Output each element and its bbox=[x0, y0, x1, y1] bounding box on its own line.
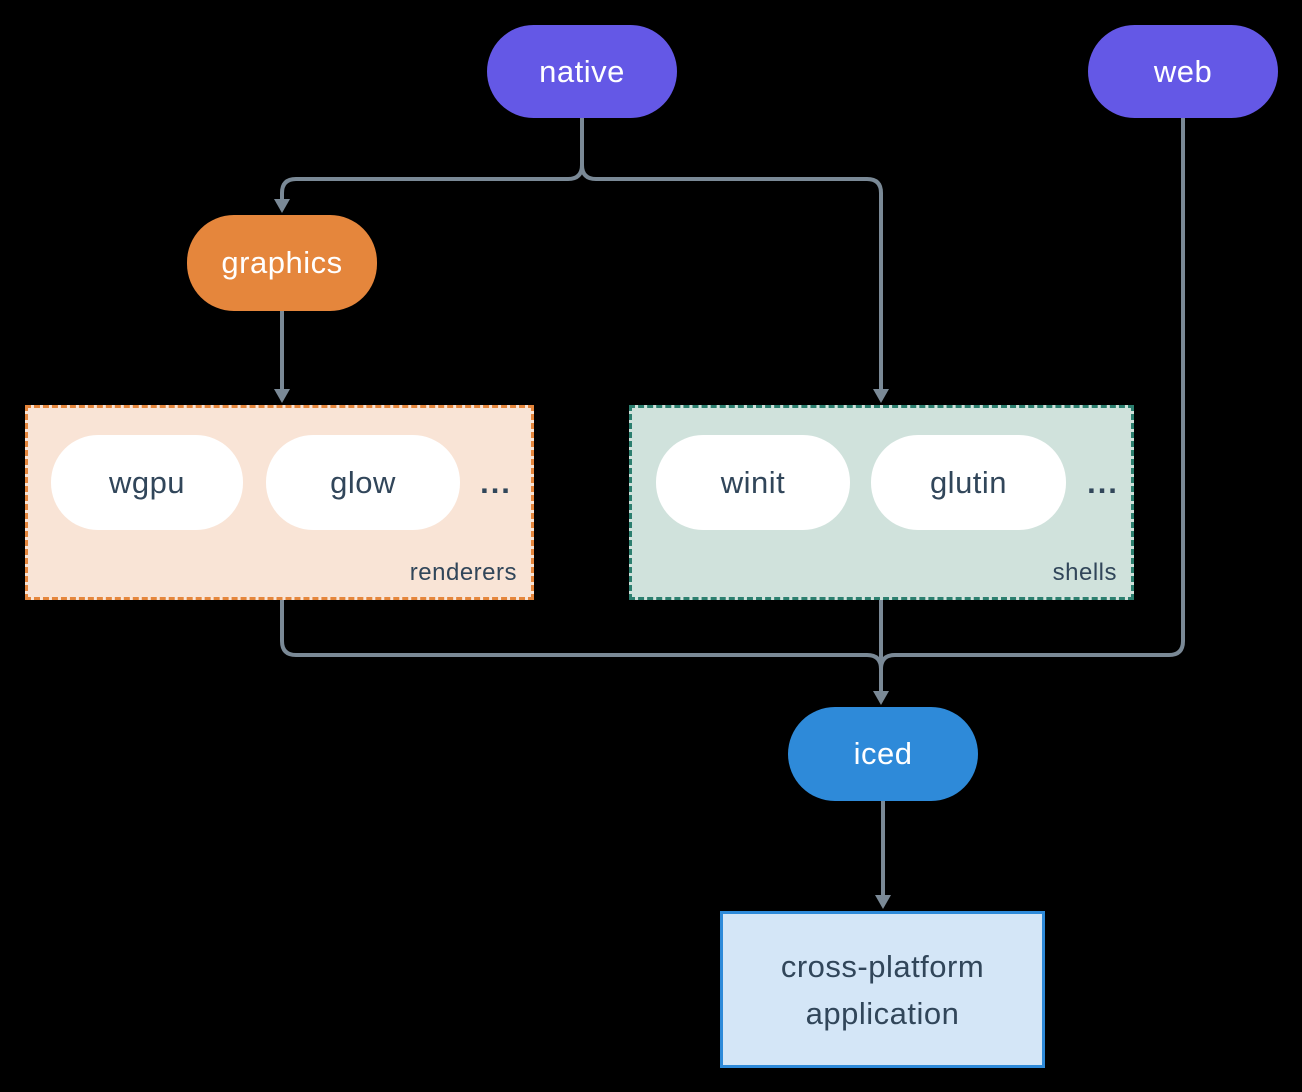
arrowhead-graphics bbox=[274, 199, 290, 213]
node-glutin-label: glutin bbox=[929, 464, 1008, 500]
node-iced-label: iced bbox=[853, 736, 913, 771]
node-wgpu: wgpu bbox=[51, 435, 243, 530]
node-graphics: graphics bbox=[187, 215, 377, 311]
arrowhead-application bbox=[875, 895, 891, 909]
arrowhead-renderers bbox=[274, 389, 290, 403]
node-application-label-line1: cross-platform bbox=[780, 948, 985, 984]
edge-native-graphics bbox=[280, 118, 584, 199]
node-web: web bbox=[1088, 25, 1278, 118]
arrowhead-iced bbox=[873, 691, 889, 705]
node-web-label: web bbox=[1153, 53, 1213, 89]
node-glow: glow bbox=[266, 435, 460, 530]
renderers-group-label: renderers bbox=[409, 559, 517, 586]
node-wgpu-label: wgpu bbox=[108, 464, 186, 500]
renderers-ellipsis: ... bbox=[480, 464, 512, 500]
shells-group-label: shells bbox=[1052, 559, 1117, 586]
node-native: native bbox=[487, 25, 677, 118]
group-shells: winit glutin ... shells bbox=[629, 405, 1134, 600]
node-winit-label: winit bbox=[720, 464, 786, 500]
node-iced: iced bbox=[788, 707, 978, 801]
node-application-label-line2: application bbox=[805, 995, 960, 1031]
shells-ellipsis: ... bbox=[1087, 464, 1119, 500]
node-graphics-label: graphics bbox=[221, 245, 343, 280]
arrowhead-shells bbox=[873, 389, 889, 403]
node-application: cross-platform application bbox=[720, 911, 1045, 1068]
group-renderers: wgpu glow ... renderers bbox=[25, 405, 534, 600]
node-glutin: glutin bbox=[871, 435, 1066, 530]
node-native-label: native bbox=[539, 53, 625, 89]
node-glow-label: glow bbox=[330, 464, 396, 500]
edge-native-shells bbox=[580, 118, 883, 389]
edge-renderers-iced bbox=[280, 600, 883, 670]
node-winit: winit bbox=[656, 435, 850, 530]
